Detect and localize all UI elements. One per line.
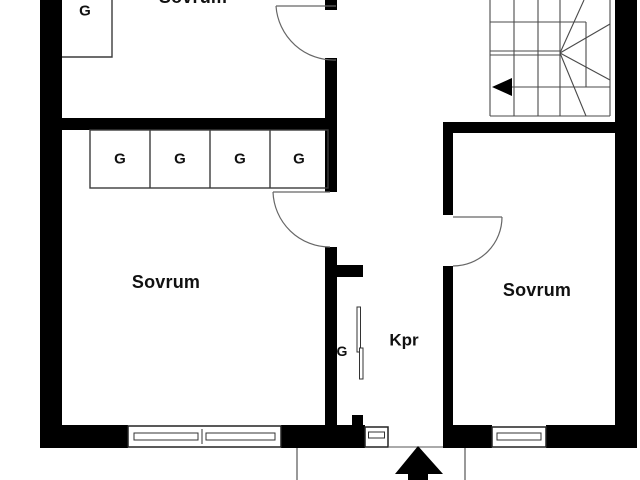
closet-label-row-3: G [234, 150, 246, 168]
windows [127, 425, 547, 448]
wall-vertical-mid-upper [325, 58, 337, 192]
wall-vertical-mid-stub [325, 0, 337, 10]
room-label-bedroom-left: Sovrum [131, 272, 201, 292]
wall-vertical-right-lower [443, 266, 453, 425]
wall-bottom-seg3 [443, 425, 492, 448]
wardrobe-row [89, 129, 329, 189]
window-hallway [364, 426, 389, 448]
wall-horizontal-left [40, 118, 337, 130]
closet-top-left-outline [62, 0, 113, 58]
hallway-sliding-wardrobe [356, 306, 364, 380]
window-bedroom-right [491, 426, 547, 448]
room-label-hallway: Kpr [389, 330, 419, 350]
wall-bottom-seg1 [40, 425, 128, 448]
staircase [489, 0, 611, 117]
wall-hall-closet-stub [337, 265, 363, 277]
room-label-bedroom-top: Sovrum [159, 0, 227, 6]
door-bedroom-right [452, 216, 503, 267]
closet-label-row-2: G [174, 150, 186, 168]
closet-label-hallway: G [336, 343, 348, 359]
wall-hall-closet-foot [352, 415, 363, 425]
wall-bottom-seg2 [281, 425, 365, 448]
exterior-path-lines [296, 448, 466, 480]
wall-vertical-mid-lower [325, 247, 337, 425]
walls [40, 0, 637, 448]
stair-direction-arrow-icon [492, 78, 512, 96]
closet-label-row-1: G [114, 150, 126, 168]
wall-right [615, 0, 637, 448]
window-bedroom-left [127, 425, 282, 448]
wall-horizontal-right [443, 122, 637, 133]
room-label-bedroom-right: Sovrum [502, 280, 572, 300]
wall-bottom-seg4 [546, 425, 637, 448]
closet-label-top-left: G [79, 2, 91, 20]
door-bedroom-top [275, 5, 337, 61]
entrance-arrow-icon [395, 446, 443, 480]
door-bedroom-left [272, 191, 331, 248]
wall-vertical-right-upper [443, 122, 453, 215]
closet-label-row-4: G [293, 150, 305, 168]
wall-left [40, 0, 62, 448]
